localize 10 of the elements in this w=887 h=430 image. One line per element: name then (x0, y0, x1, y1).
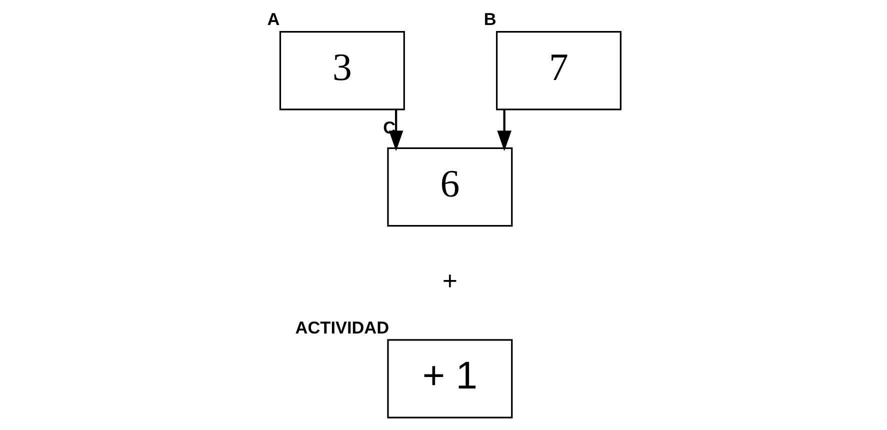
node-label: ACTIVIDAD (294, 317, 389, 338)
arrow (388, 110, 403, 152)
node-label: B (483, 9, 496, 30)
arrow (496, 110, 511, 152)
node-box: 7 (495, 31, 621, 110)
node-label: A (266, 9, 280, 30)
node-box: + 1 (386, 339, 512, 418)
label: + (442, 268, 457, 296)
node-box: 3 (278, 31, 404, 110)
node-box: 6 (386, 147, 512, 227)
